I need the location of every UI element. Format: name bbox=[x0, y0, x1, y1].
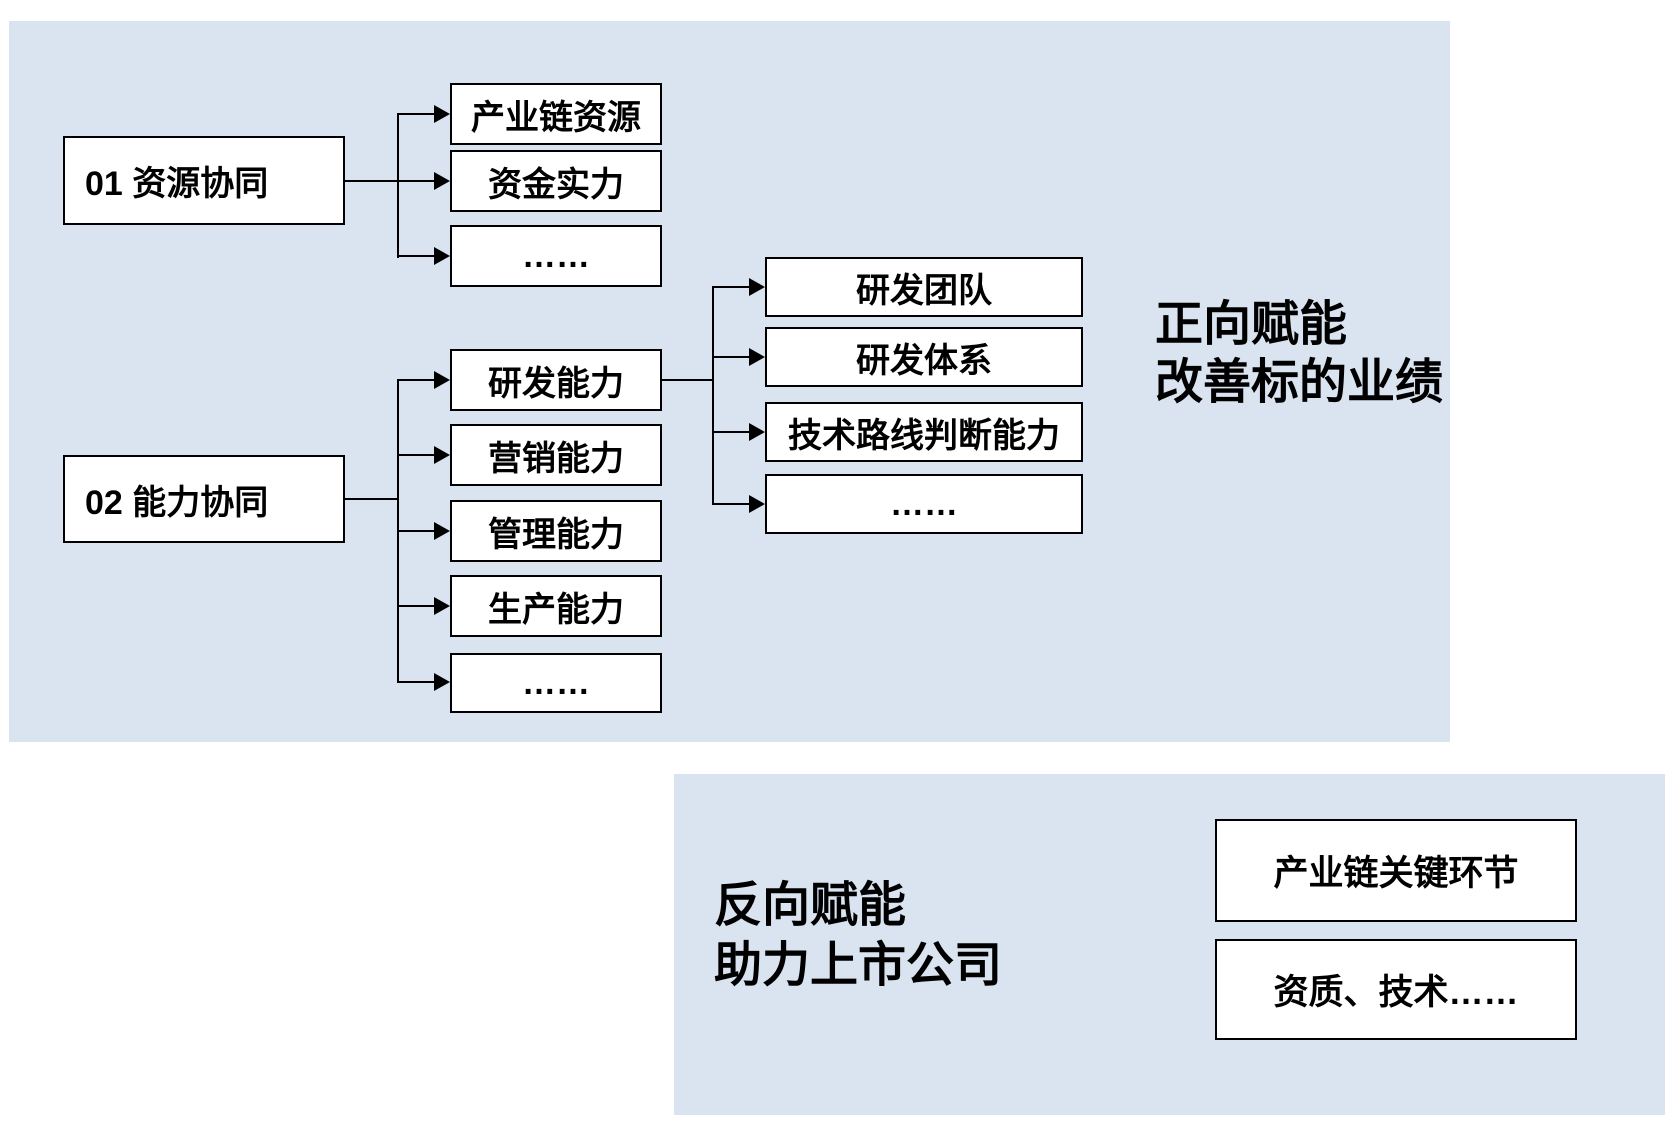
forward-heading-line2: 改善标的业绩 bbox=[1155, 356, 1444, 409]
connector-group1-branch-3 bbox=[397, 255, 435, 257]
node-tech-route-judgment: 技术路线判断能力 bbox=[765, 402, 1083, 462]
arrowhead-icon bbox=[434, 522, 450, 540]
node-capital-strength: 资金实力 bbox=[450, 150, 662, 212]
node-group3-ellipsis: …… bbox=[765, 474, 1083, 534]
connector-group3-branch-2 bbox=[712, 356, 750, 358]
node-production-capability: 生产能力 bbox=[450, 575, 662, 637]
arrowhead-icon bbox=[434, 371, 450, 389]
node-group2-ellipsis: …… bbox=[450, 653, 662, 713]
reverse-heading-line1: 反向赋能 bbox=[714, 879, 907, 932]
node-industry-chain-key-links: 产业链关键环节 bbox=[1215, 819, 1577, 922]
connector-group2-branch-3 bbox=[397, 530, 435, 532]
arrowhead-icon bbox=[749, 423, 765, 441]
node-rd-system: 研发体系 bbox=[765, 327, 1083, 387]
connector-group2-branch-5 bbox=[397, 681, 435, 683]
reverse-heading-line2: 助力上市公司 bbox=[714, 939, 1003, 992]
arrowhead-icon bbox=[749, 495, 765, 513]
arrowhead-icon bbox=[434, 247, 450, 265]
connector-group2-branch-4 bbox=[397, 605, 435, 607]
connector-group2-parent bbox=[345, 498, 397, 500]
arrowhead-icon bbox=[749, 278, 765, 296]
arrowhead-icon bbox=[434, 105, 450, 123]
connector-group3-trunk bbox=[712, 286, 714, 505]
node-resource-synergy: 01 资源协同 bbox=[63, 136, 345, 225]
arrowhead-icon bbox=[434, 673, 450, 691]
connector-group3-branch-3 bbox=[712, 431, 750, 433]
node-marketing-capability: 营销能力 bbox=[450, 424, 662, 486]
arrowhead-icon bbox=[434, 597, 450, 615]
arrowhead-icon bbox=[434, 446, 450, 464]
connector-group1-parent bbox=[345, 180, 397, 182]
connector-group1-branch-1 bbox=[397, 113, 435, 115]
forward-empowerment-heading: 正向赋能 改善标的业绩 bbox=[1155, 296, 1443, 412]
connector-group2-branch-1 bbox=[397, 379, 435, 381]
connector-group3-branch-1 bbox=[712, 286, 750, 288]
connector-group1-branch-2 bbox=[397, 180, 435, 182]
node-capability-synergy: 02 能力协同 bbox=[63, 455, 345, 543]
node-rd-team: 研发团队 bbox=[765, 257, 1083, 317]
connector-group3-branch-4 bbox=[712, 503, 750, 505]
connector-group2-branch-2 bbox=[397, 454, 435, 456]
node-industry-chain-resources: 产业链资源 bbox=[450, 83, 662, 145]
connector-group1-trunk bbox=[397, 113, 399, 258]
node-rd-capability: 研发能力 bbox=[450, 349, 662, 411]
reverse-empowerment-heading: 反向赋能 助力上市公司 bbox=[714, 876, 1002, 996]
connector-group3-parent bbox=[662, 379, 714, 381]
arrowhead-icon bbox=[749, 348, 765, 366]
node-management-capability: 管理能力 bbox=[450, 500, 662, 562]
node-group1-ellipsis: …… bbox=[450, 225, 662, 287]
forward-heading-line1: 正向赋能 bbox=[1155, 298, 1348, 351]
node-qualifications-technology: 资质、技术…… bbox=[1215, 939, 1577, 1040]
arrowhead-icon bbox=[434, 172, 450, 190]
